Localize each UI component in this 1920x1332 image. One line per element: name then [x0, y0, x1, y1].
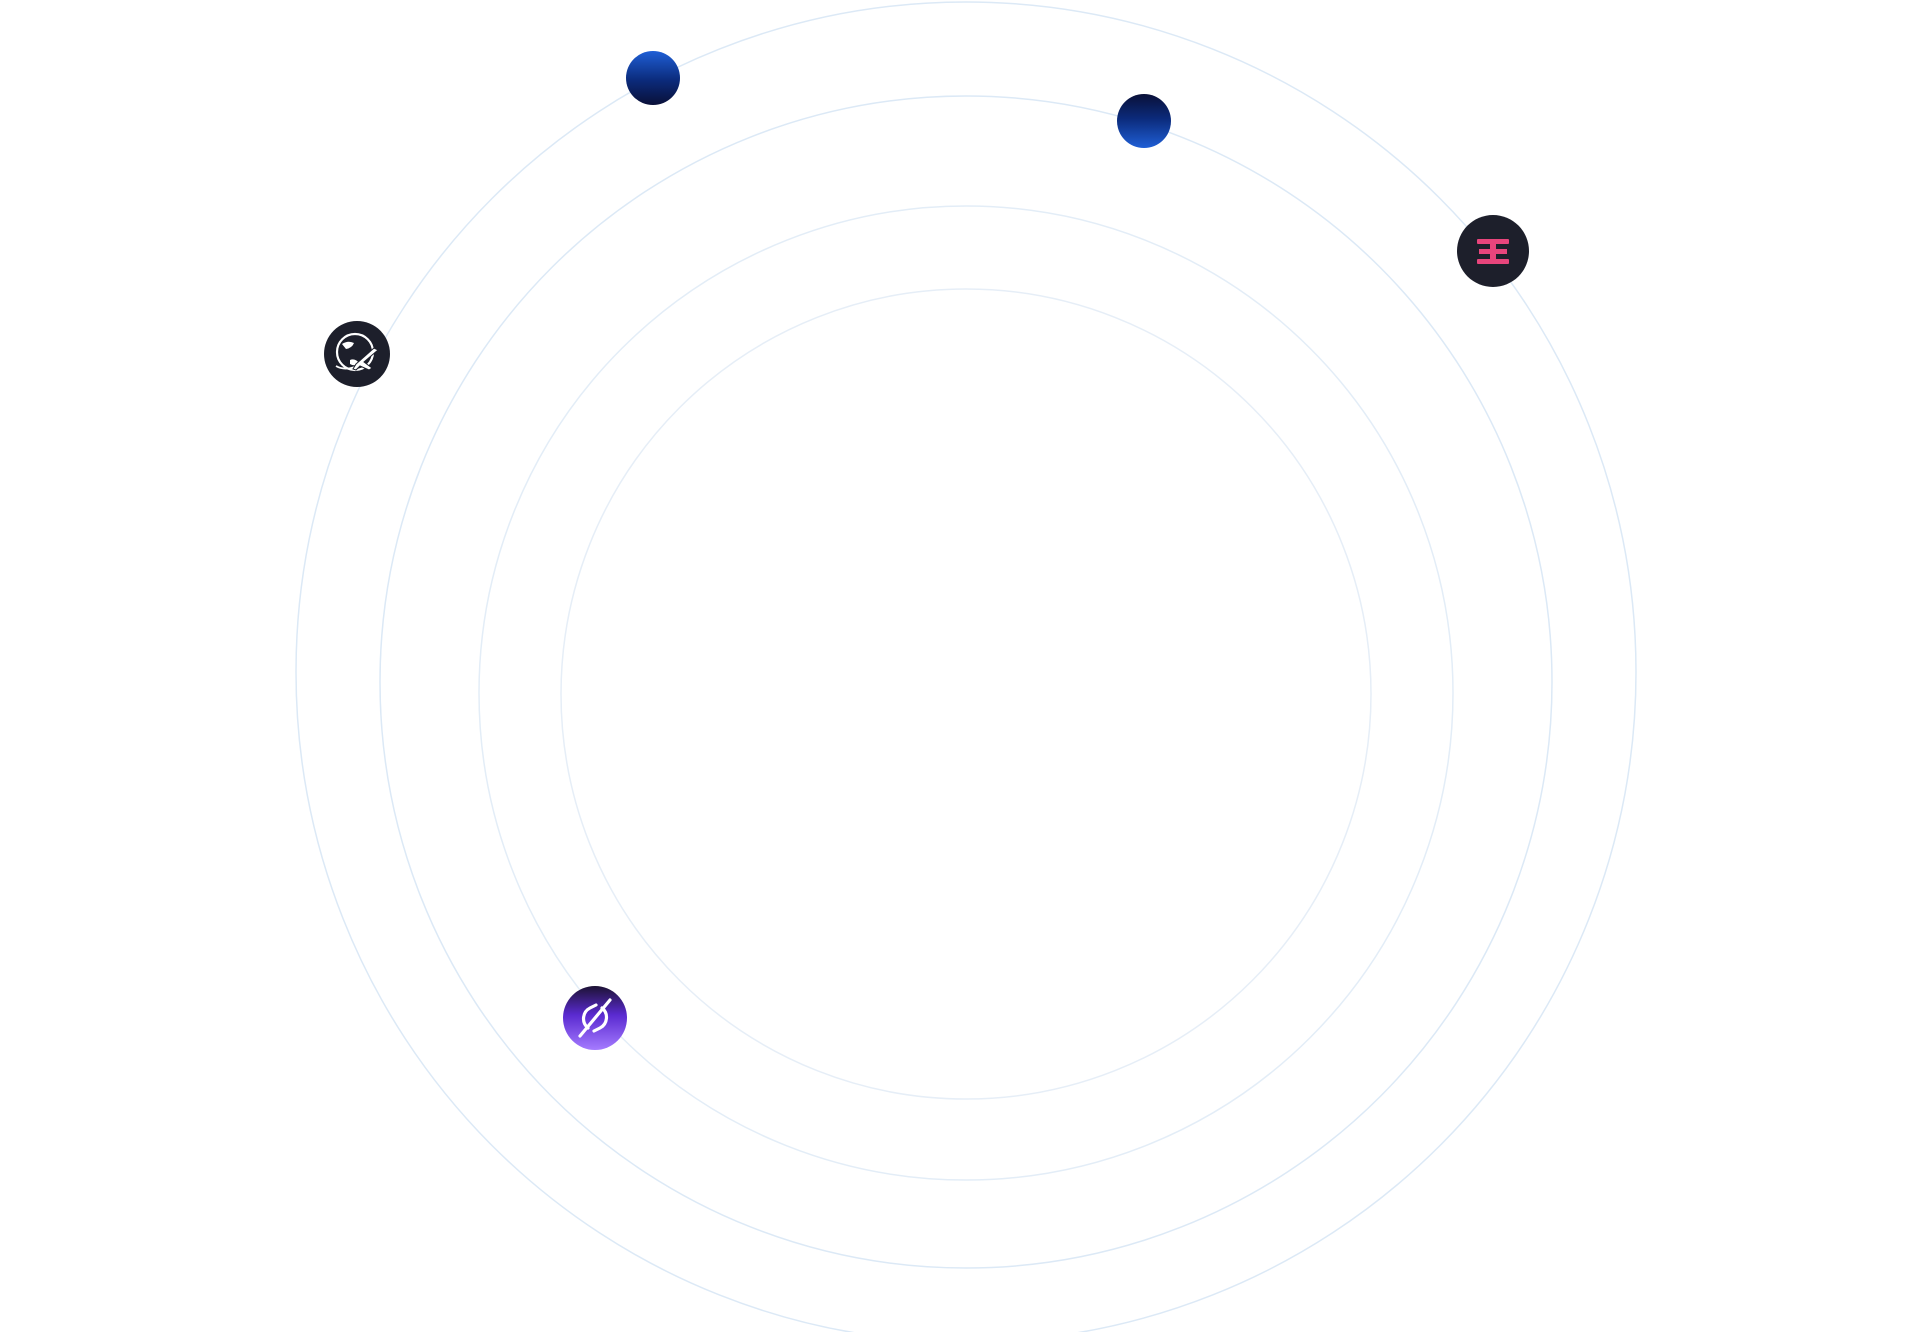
blue-sphere-icon-top[interactable]: [1117, 94, 1171, 148]
orbit-ring-inner: [560, 288, 1372, 1100]
orbit-ring-second: [379, 95, 1553, 1269]
blue-sphere-icon-top-left[interactable]: [626, 51, 680, 105]
sync-logo-icon[interactable]: [563, 986, 627, 1050]
orbit-rings: [295, 1, 1637, 1332]
orbit-ring-third: [478, 205, 1454, 1181]
h-logo-icon[interactable]: [1457, 215, 1529, 287]
orbit-ring-outer: [295, 1, 1637, 1332]
globe-plane-icon[interactable]: [324, 321, 390, 387]
